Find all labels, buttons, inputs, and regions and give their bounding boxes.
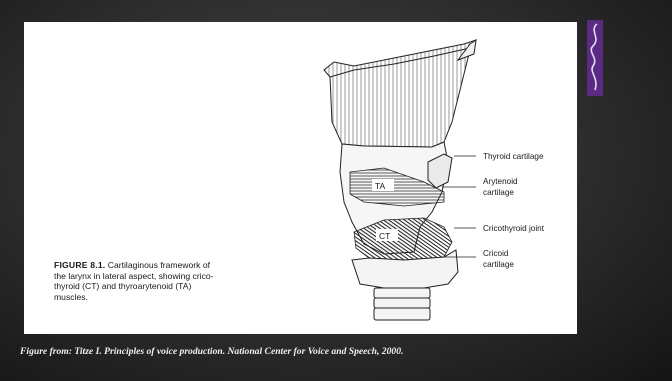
cricothyroid-joint-label: Cricothyroid joint: [483, 224, 545, 233]
ct-label: CT: [379, 231, 390, 241]
cricoid-label-2: cartilage: [483, 260, 514, 269]
accent-strip: [587, 20, 603, 96]
trachea: [374, 288, 430, 320]
citation: Figure from: Titze I. Principles of voic…: [20, 346, 660, 357]
figure-panel: FIGURE 8.1. Cartilaginous framework of t…: [24, 22, 577, 334]
ta-label: TA: [375, 181, 386, 191]
thyroid-cartilage-label: Thyroid cartilage: [483, 152, 544, 161]
larynx-illustration: TA CT Thyroid cartila: [24, 22, 577, 334]
arytenoid-label-2: cartilage: [483, 188, 514, 197]
thyroid-cartilage: [324, 40, 476, 147]
cricoid-label-1: Cricoid: [483, 249, 509, 258]
squiggle-icon: [587, 20, 603, 96]
arytenoid-label-1: Arytenoid: [483, 177, 518, 186]
